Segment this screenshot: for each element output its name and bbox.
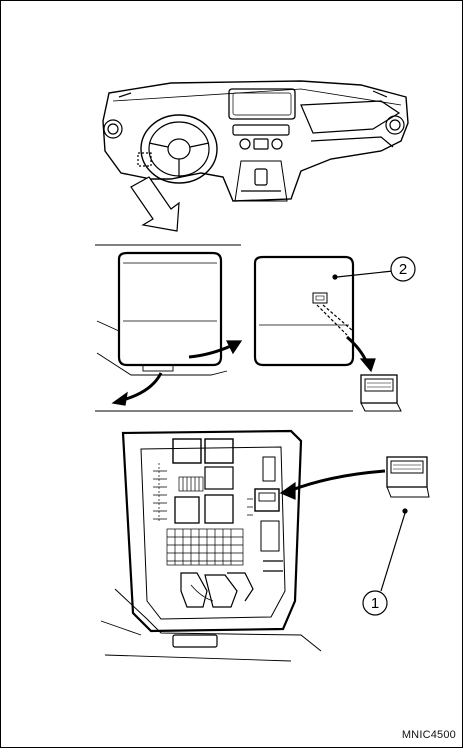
cover-removal-panel: 2 — [95, 245, 415, 411]
swing-arrow — [189, 345, 233, 357]
fuse-grid — [153, 463, 253, 565]
svg-text:2: 2 — [399, 261, 407, 278]
fuse-puller-spare — [387, 457, 429, 497]
callout-2: 2 — [333, 257, 415, 281]
figure-code: MNIC4500 — [402, 729, 456, 741]
svg-text:1: 1 — [371, 595, 379, 612]
install-arrow — [289, 471, 385, 491]
dashboard-panel — [103, 81, 408, 231]
zoom-arrow — [131, 177, 179, 231]
fuse-puller-removed — [361, 375, 401, 411]
left-vent — [104, 120, 122, 138]
steering-wheel — [141, 115, 217, 183]
fuse-box-panel: 1 — [101, 431, 429, 661]
callout-1: 1 — [363, 509, 407, 615]
fuse-puller-installed — [255, 489, 279, 511]
center-display — [229, 89, 295, 119]
wire-harness — [181, 573, 253, 607]
right-vent — [386, 116, 404, 134]
